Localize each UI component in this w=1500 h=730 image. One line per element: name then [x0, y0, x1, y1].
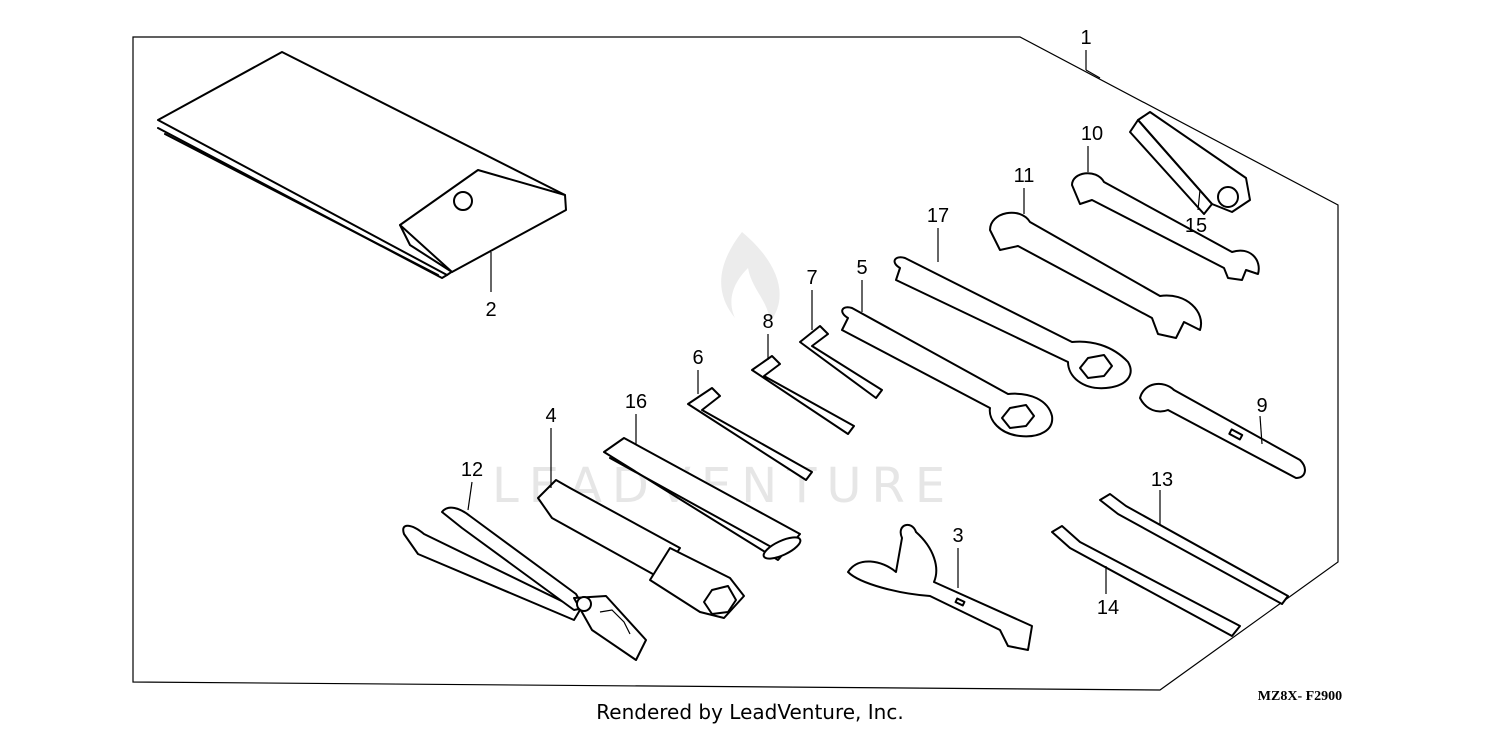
hex-key-6	[687, 387, 813, 481]
callout-4: 4	[545, 405, 556, 427]
callout-15: 15	[1185, 215, 1207, 237]
callout-14: 14	[1097, 597, 1119, 619]
callout-1: 1	[1080, 27, 1091, 49]
spark-plug-wrench	[537, 479, 745, 619]
open-end-wrench-10	[1071, 172, 1260, 281]
callout-8: 8	[762, 311, 773, 333]
socket-wrench	[1129, 111, 1251, 215]
pin-spanner	[847, 523, 1033, 651]
callout-3: 3	[952, 525, 963, 547]
watermark: LEADVENTURE	[492, 232, 945, 514]
callout-16: 16	[625, 391, 647, 413]
small-wrench-9	[1139, 382, 1306, 479]
open-end-wrench-11	[989, 211, 1203, 339]
callout-labels: 1 2 3 4 5 6 7 8 9 10 11 12 13 14 15 16 1…	[461, 27, 1268, 619]
hex-key-7	[799, 325, 883, 399]
callout-7: 7	[806, 267, 817, 289]
extension-bar	[603, 437, 802, 561]
figure-code: MZ8X- F2900	[1258, 689, 1342, 704]
credit-line: Rendered by LeadVenture, Inc.	[596, 700, 903, 724]
screwdriver-13	[1099, 493, 1289, 605]
callout-6: 6	[692, 347, 703, 369]
callout-12: 12	[461, 459, 483, 481]
flame-logo-icon	[721, 232, 780, 322]
screwdriver-14	[1051, 525, 1241, 637]
callout-13: 13	[1151, 469, 1173, 491]
callout-11: 11	[1014, 165, 1035, 187]
pliers	[402, 506, 647, 661]
hex-key-8	[751, 355, 855, 435]
diagram-frame	[132, 36, 1339, 691]
box-wrench-5	[841, 306, 1054, 438]
callout-10: 10	[1081, 123, 1103, 145]
callout-5: 5	[856, 257, 867, 279]
callout-2: 2	[485, 299, 496, 321]
leader-lines	[467, 50, 1263, 594]
callout-9: 9	[1256, 395, 1267, 417]
tool-pouch	[157, 51, 567, 292]
callout-17: 17	[927, 205, 949, 227]
box-wrench-17	[893, 256, 1132, 390]
